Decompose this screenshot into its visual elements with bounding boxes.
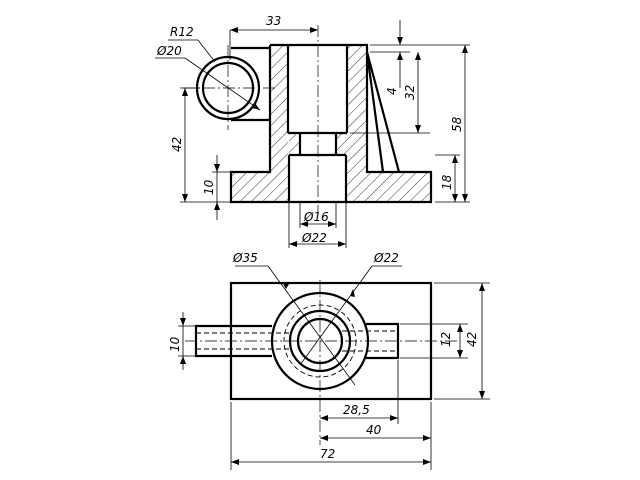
front-view: 33 R12 Ø20 4 32 [155, 14, 470, 248]
dim-58: 58 [450, 116, 464, 132]
plan-dim-285: 28,5 [343, 403, 370, 417]
dim-d16: Ø16 [303, 210, 329, 224]
dim-32: 32 [403, 85, 417, 100]
dim-10: 10 [202, 179, 216, 195]
plan-dim-12: 12 [439, 332, 453, 347]
plan-dim-42: 42 [465, 332, 479, 347]
plan-dim-72: 72 [320, 447, 335, 461]
plan-right-rib [366, 322, 400, 360]
dim-33: 33 [266, 14, 281, 28]
dim-d22: Ø22 [301, 231, 327, 245]
dim-18: 18 [440, 174, 454, 190]
front-dimensions: 33 R12 Ø20 4 32 [155, 14, 470, 248]
plan-view: Ø35 Ø22 10 12 42 28,5 40 [168, 251, 490, 470]
dim-r12: R12 [170, 25, 194, 39]
plan-dim-d35: Ø35 [232, 251, 258, 265]
plan-dim-d22: Ø22 [373, 251, 399, 265]
dim-d20: Ø20 [156, 44, 182, 58]
dim-4: 4 [385, 87, 399, 95]
plan-dim-40: 40 [366, 423, 382, 437]
plan-dim-10: 10 [168, 336, 182, 352]
section-hatching [231, 45, 431, 202]
dim-42: 42 [170, 137, 184, 152]
